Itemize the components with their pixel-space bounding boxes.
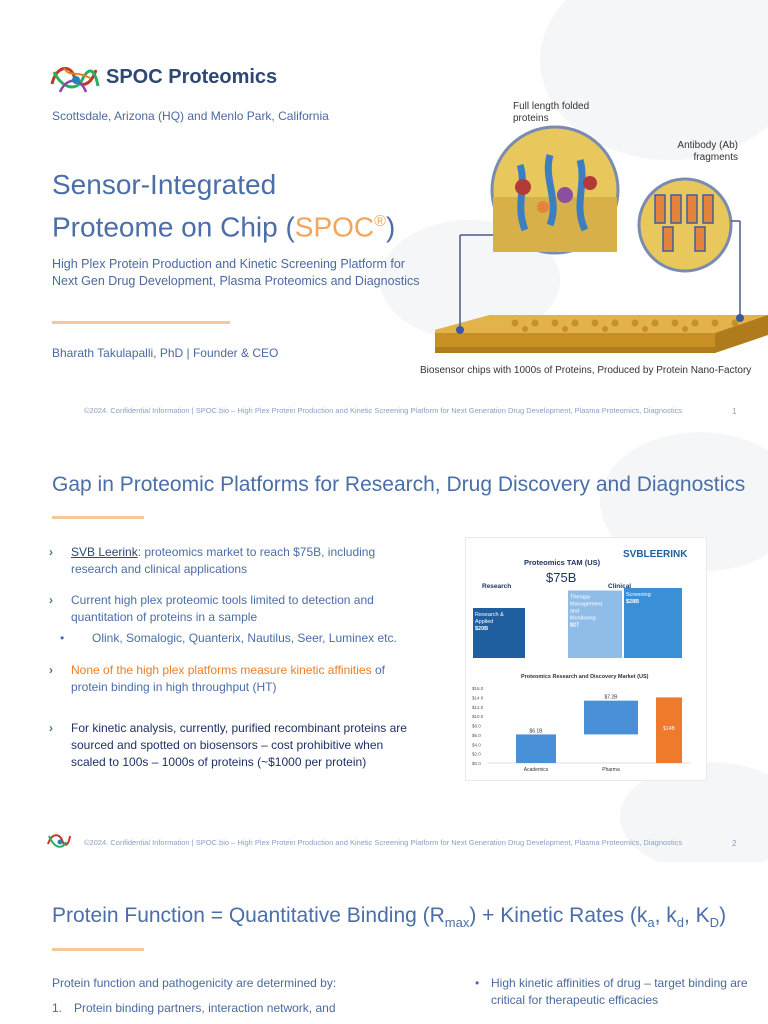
- chevron-right-icon: ›: [49, 721, 53, 735]
- company-locations: Scottsdale, Arizona (HQ) and Menlo Park,…: [52, 109, 329, 123]
- subscript-d: d: [676, 915, 684, 931]
- footer: ©2024. Confidential Information | SPOC.b…: [84, 838, 683, 847]
- registered-mark: ®: [374, 213, 386, 230]
- tam-bar-label: Research &: [475, 612, 504, 618]
- slide-1: SPOC Proteomics Scottsdale, Arizona (HQ)…: [0, 0, 768, 430]
- waterfall-bar-3: [656, 697, 682, 763]
- list-number: 1.: [52, 1001, 63, 1015]
- title-accent: SPOC: [294, 211, 375, 243]
- y-tick-label: $16.0: [472, 686, 484, 691]
- svb-leerink-link[interactable]: SVB Leerink: [71, 545, 138, 559]
- tam-bar-2: [568, 590, 622, 658]
- biosensor-chip-illustration: [435, 125, 768, 353]
- subscript-a: a: [647, 915, 655, 931]
- tam-bar-label: Management: [570, 602, 603, 608]
- waterfall-value-label: $7.2B: [604, 695, 618, 701]
- sub-bullet-vendors: • Olink, Somalogic, Quanterix, Nautilus,…: [60, 630, 437, 647]
- title-part: ) + Kinetic Rates (k: [469, 904, 648, 927]
- x-category-label: Academics: [524, 767, 549, 773]
- title-line-1: Sensor-Integrated: [52, 169, 277, 200]
- label-full-length-proteins: Full length folded proteins: [513, 101, 590, 124]
- title-part: Protein Function = Quantitative Binding …: [52, 904, 445, 927]
- dot-bullet-icon: •: [60, 631, 65, 645]
- tam-bar-1: [473, 608, 525, 658]
- x-category-label: Pharma: [602, 767, 620, 773]
- y-tick-label: $0.0: [472, 761, 481, 766]
- bullet-highlight: None of the high plex platforms measure …: [71, 663, 372, 677]
- bullet-svb: › SVB Leerink: proteomics market to reac…: [49, 544, 416, 578]
- page-number: 1: [732, 407, 737, 416]
- dot-bullet-icon: •: [475, 976, 480, 990]
- chevron-right-icon: ›: [49, 545, 53, 559]
- bullet-kinetic-gap: › None of the high plex platforms measur…: [49, 662, 416, 696]
- market-charts: Proteomics TAM (US) $75B SVBLEERINK Rese…: [466, 538, 706, 780]
- tam-bar-label: Therapy: [570, 595, 590, 601]
- page-number: 2: [732, 839, 737, 848]
- slide-subtitle: High Plex Protein Production and Kinetic…: [52, 257, 420, 288]
- bullet-kinetic-cost: › For kinetic analysis, currently, purif…: [49, 720, 416, 771]
- bullet-text: For kinetic analysis, currently, purifie…: [71, 721, 407, 769]
- bullet-current-tools: › Current high plex proteomic tools limi…: [49, 592, 416, 626]
- slide-title: Protein Function = Quantitative Binding …: [52, 904, 726, 930]
- label-antibody-fragments: Antibody (Ab) fragments: [677, 140, 738, 163]
- subscript-D: D: [709, 915, 720, 931]
- tam-chart: Proteomics TAM (US) $75B SVBLEERINK Rese…: [473, 549, 688, 658]
- divider: [52, 516, 144, 519]
- title-part: , K: [683, 904, 710, 927]
- y-tick-label: $14.0: [472, 695, 484, 700]
- protein-logo-icon: [50, 67, 100, 93]
- rd-chart-title: Proteomics Research and Discovery Market…: [521, 674, 649, 680]
- subscript-max: max: [444, 915, 470, 931]
- slide-title: Gap in Proteomic Platforms for Research,…: [52, 473, 746, 496]
- footer: ©2024. Confidential Information | SPOC.b…: [84, 406, 683, 415]
- waterfall-value-label: $14B: [663, 726, 675, 732]
- tam-bar-label: Monitoring: [570, 616, 596, 622]
- waterfall-bar-1: [516, 734, 556, 763]
- waterfall-bar-2: [584, 700, 638, 735]
- slide-3: Protein Function = Quantitative Binding …: [0, 864, 768, 1024]
- bullet-text: : proteomics market to reach $75B, inclu…: [71, 545, 376, 576]
- y-tick-label: $2.0: [472, 752, 481, 757]
- title-part: , k: [654, 904, 677, 927]
- group-label-research: Research: [482, 583, 511, 590]
- rd-market-chart: Proteomics Research and Discovery Market…: [472, 674, 691, 773]
- tam-total: $75B: [546, 570, 576, 585]
- bullet-text: Olink, Somalogic, Quanterix, Nautilus, S…: [92, 631, 397, 645]
- author: Bharath Takulapalli, PhD | Founder & CEO: [52, 346, 279, 360]
- chip-caption: Biosensor chips with 1000s of Proteins, …: [420, 365, 752, 376]
- group-label-clinical: Clinical: [608, 583, 631, 590]
- tam-bar-3: [624, 588, 682, 658]
- y-tick-label: $6.0: [472, 733, 481, 738]
- intro-text: Protein function and pathogenicity are d…: [52, 976, 337, 990]
- title-prefix: Proteome on Chip (: [52, 211, 295, 243]
- tam-bar-value: $20B: [475, 626, 488, 632]
- tam-bar-value: $28B: [626, 599, 639, 605]
- right-bullet: High kinetic affinities of drug – target…: [491, 976, 748, 1007]
- divider: [52, 321, 230, 324]
- y-tick-label: $8.0: [472, 724, 481, 729]
- y-tick-label: $12.0: [472, 705, 484, 710]
- tam-bar-label: and: [570, 609, 579, 615]
- svb-brand-logo: SVBLEERINK: [623, 549, 688, 560]
- y-tick-label: $4.0: [472, 742, 481, 747]
- title-part: ): [719, 904, 727, 927]
- title-close: ): [385, 211, 396, 243]
- tam-chart-title: Proteomics TAM (US): [524, 558, 601, 567]
- list-item: Protein binding partners, interaction ne…: [74, 1001, 336, 1015]
- chevron-right-icon: ›: [49, 663, 53, 677]
- bullet-text: Current high plex proteomic tools limite…: [71, 593, 374, 624]
- waterfall-value-label: $6.1B: [529, 728, 543, 734]
- divider: [52, 948, 144, 951]
- tam-bar-label: Screening: [626, 592, 651, 598]
- protein-logo-icon: [47, 834, 71, 848]
- tam-bar-value: $27: [570, 623, 579, 629]
- slide-title: Sensor-Integrated Proteome on Chip (SPOC…: [52, 166, 395, 245]
- title-line-2: Proteome on Chip (SPOC®): [52, 203, 395, 245]
- company-name: SPOC Proteomics: [106, 66, 278, 88]
- y-tick-label: $10.0: [472, 714, 484, 719]
- chevron-right-icon: ›: [49, 593, 53, 607]
- tam-bar-label: Applied: [475, 619, 493, 625]
- bullet-text: of protein binding in high throughput (H…: [71, 663, 385, 694]
